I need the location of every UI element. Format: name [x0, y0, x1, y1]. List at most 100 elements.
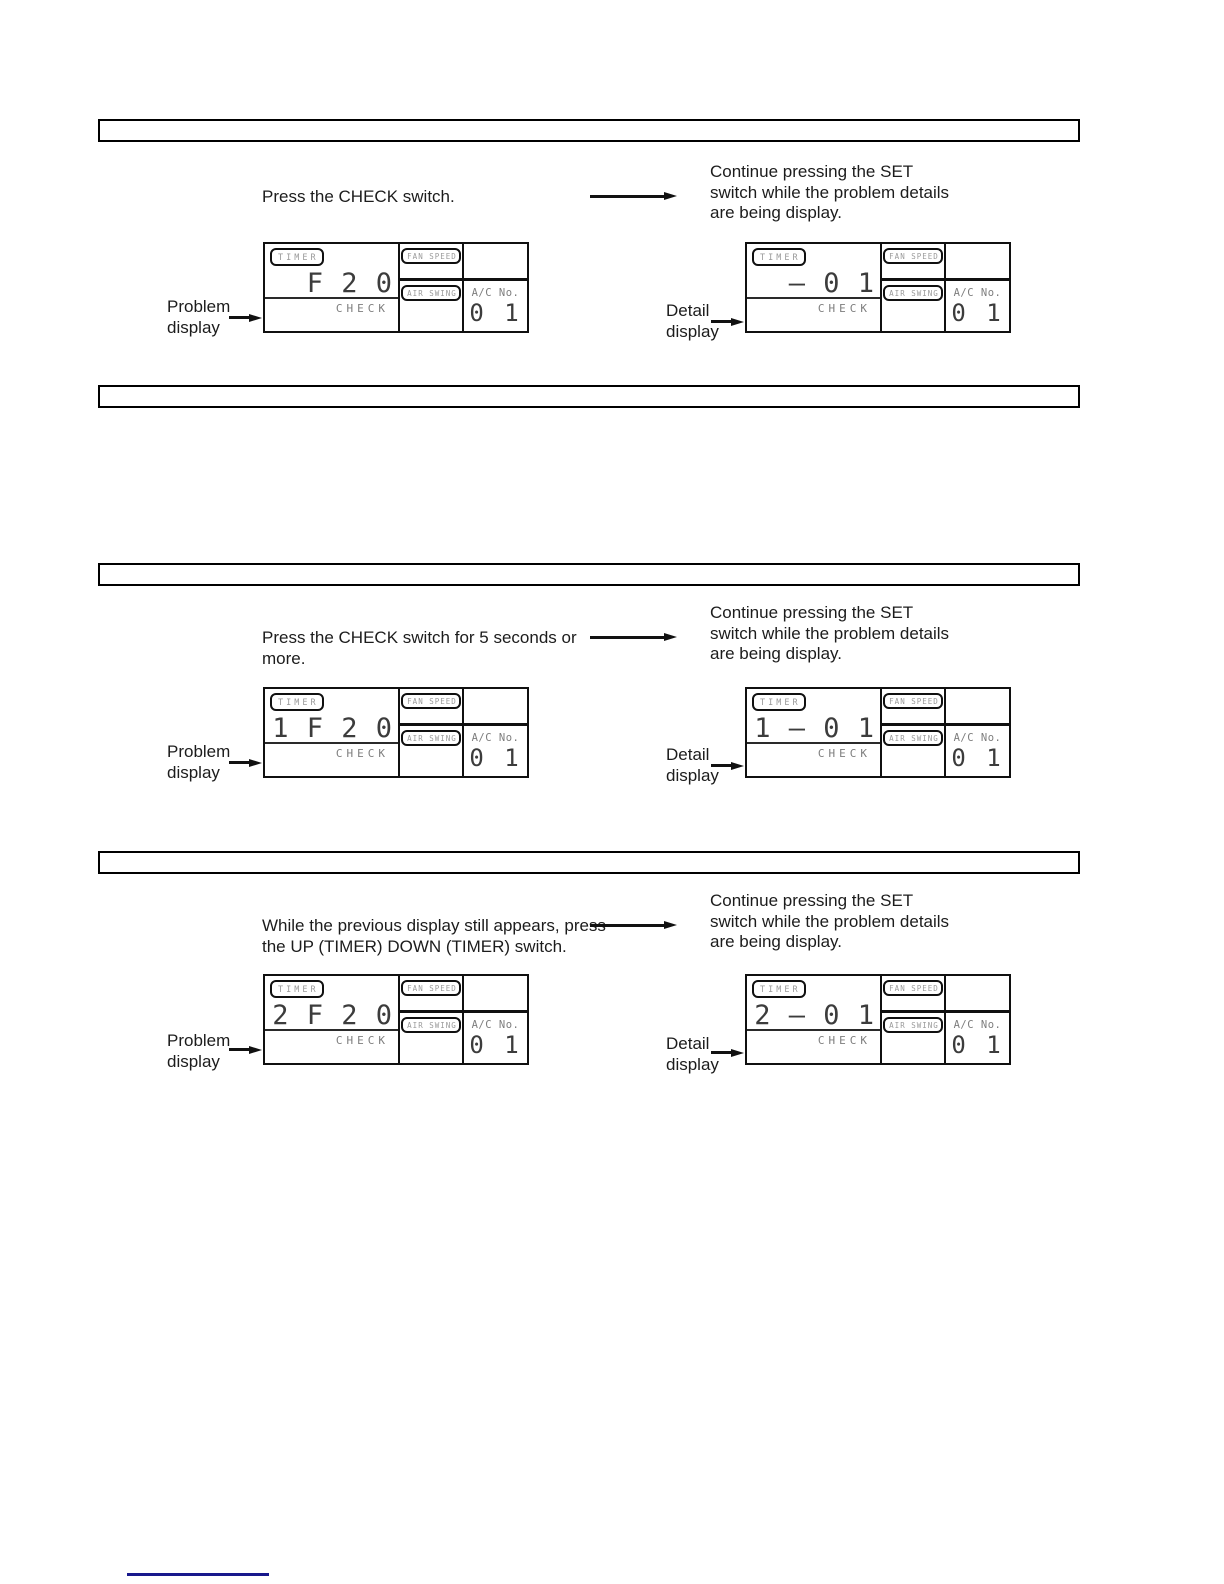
label-line: Detail — [666, 1034, 710, 1053]
display-main-area: TIMER 2 F 2 0 CHECK — [265, 976, 398, 1063]
continue-line: Continue pressing the SET — [710, 162, 914, 181]
section-header-bar — [98, 563, 1080, 586]
pointer-arrow-icon — [229, 1048, 249, 1051]
instruction-line: the UP (TIMER) DOWN (TIMER) switch. — [262, 936, 567, 956]
pointer-arrow-icon — [229, 761, 249, 764]
ac-no-label: A/C No. — [471, 1019, 520, 1031]
label-line: display — [167, 1052, 220, 1071]
display-ac-column: A/C No. 0 1 — [944, 244, 1009, 331]
remote-display-problem: TIMER 2 F 2 0 CHECK FAN SPEED AIR SWING … — [263, 974, 529, 1065]
display-ac-column: A/C No. 0 1 — [944, 976, 1009, 1063]
continue-line: are being display. — [710, 644, 842, 663]
continue-line: Continue pressing the SET — [710, 891, 914, 910]
pointer-arrow-icon — [711, 1051, 731, 1054]
pointer-arrow-icon — [711, 320, 731, 323]
continue-text: Continue pressing the SET switch while t… — [710, 603, 949, 665]
display-main-area: TIMER 2 – 0 1 CHECK — [747, 976, 880, 1063]
ac-no-value: 0 1 — [469, 1031, 522, 1059]
pointer-arrow-icon — [711, 764, 731, 767]
ac-no-cell: A/C No. 0 1 — [464, 281, 527, 331]
continue-line: switch while the problem details — [710, 623, 950, 643]
remote-display-detail: TIMER – 0 1 CHECK FAN SPEED AIR SWING A/… — [745, 242, 1011, 333]
label-line: Problem — [167, 297, 231, 316]
section-header-bar — [98, 119, 1080, 142]
fan-speed-badge: FAN SPEED — [883, 693, 943, 709]
instruction-text: Press the CHECK switch. — [262, 187, 455, 208]
timer-badge: TIMER — [752, 248, 806, 266]
timer-badge: TIMER — [270, 248, 324, 266]
arrow-right-icon — [590, 636, 664, 639]
display-mode-column: FAN SPEED AIR SWING — [880, 976, 944, 1063]
air-swing-badge: AIR SWING — [883, 285, 943, 301]
ac-no-cell: A/C No. 0 1 — [946, 1013, 1009, 1063]
display-main-area: TIMER 1 F 2 0 CHECK — [265, 689, 398, 776]
fan-speed-cell: FAN SPEED — [400, 976, 462, 1013]
air-swing-badge: AIR SWING — [883, 730, 943, 746]
remote-display-detail: TIMER 2 – 0 1 CHECK FAN SPEED AIR SWING … — [745, 974, 1011, 1065]
pointer-arrow-icon — [229, 316, 249, 319]
instruction-line: Press the CHECK switch. — [262, 187, 455, 206]
ac-no-label: A/C No. — [471, 287, 520, 299]
ac-no-cell: A/C No. 0 1 — [946, 281, 1009, 331]
display-mode-column: FAN SPEED AIR SWING — [398, 976, 462, 1063]
fan-speed-cell: FAN SPEED — [400, 244, 462, 281]
fan-speed-badge: FAN SPEED — [401, 248, 461, 264]
check-indicator: CHECK — [817, 747, 871, 760]
check-indicator: CHECK — [817, 302, 871, 315]
display-mode-column: FAN SPEED AIR SWING — [880, 244, 944, 331]
detail-code-value: 1 – 0 1 — [754, 713, 875, 744]
instruction-text: Press the CHECK switch for 5 seconds or … — [262, 628, 577, 669]
check-indicator: CHECK — [335, 302, 389, 315]
continue-text: Continue pressing the SET switch while t… — [710, 891, 949, 953]
label-line: Detail — [666, 745, 710, 764]
display-mode-column: FAN SPEED AIR SWING — [398, 689, 462, 776]
arrow-right-icon — [590, 924, 664, 927]
check-indicator: CHECK — [335, 1034, 389, 1047]
ac-no-label: A/C No. — [953, 732, 1002, 744]
fan-speed-cell: FAN SPEED — [882, 976, 944, 1013]
air-swing-cell: AIR SWING — [882, 1013, 944, 1063]
display-code-cell: TIMER 1 F 2 0 — [265, 689, 398, 744]
ac-no-value: 0 1 — [951, 744, 1004, 772]
air-swing-badge: AIR SWING — [401, 285, 461, 301]
detail-display-label: Detail display — [666, 744, 719, 786]
detail-code-value: 2 – 0 1 — [754, 1000, 875, 1031]
section-header-bar — [98, 385, 1080, 408]
label-line: display — [167, 763, 220, 782]
timer-badge: TIMER — [270, 693, 324, 711]
instruction-text: While the previous display still appears… — [262, 916, 606, 957]
air-swing-cell: AIR SWING — [400, 726, 462, 776]
air-swing-badge: AIR SWING — [401, 730, 461, 746]
label-line: display — [167, 318, 220, 337]
display-code-cell: TIMER – 0 1 — [747, 244, 880, 299]
air-swing-cell: AIR SWING — [882, 281, 944, 331]
detail-display-label: Detail display — [666, 1033, 719, 1075]
air-swing-cell: AIR SWING — [882, 726, 944, 776]
problem-display-label: Problem display — [167, 1030, 230, 1072]
check-indicator: CHECK — [335, 747, 389, 760]
continue-line: are being display. — [710, 932, 842, 951]
fan-speed-cell: FAN SPEED — [882, 244, 944, 281]
display-ac-column: A/C No. 0 1 — [462, 689, 527, 776]
fan-speed-badge: FAN SPEED — [401, 693, 461, 709]
ac-no-cell: A/C No. 0 1 — [464, 726, 527, 776]
label-line: Problem — [167, 1031, 231, 1050]
ac-no-label: A/C No. — [953, 287, 1002, 299]
ac-no-value: 0 1 — [469, 299, 522, 327]
fan-speed-badge: FAN SPEED — [883, 248, 943, 264]
continue-line: Continue pressing the SET — [710, 603, 914, 622]
footer-link-underline[interactable] — [127, 1573, 269, 1576]
display-code-cell: TIMER 2 – 0 1 — [747, 976, 880, 1031]
air-swing-badge: AIR SWING — [401, 1017, 461, 1033]
instruction-line: While the previous display still appears… — [262, 916, 606, 935]
remote-display-problem: TIMER 1 F 2 0 CHECK FAN SPEED AIR SWING … — [263, 687, 529, 778]
timer-badge: TIMER — [270, 980, 324, 998]
continue-line: are being display. — [710, 203, 842, 222]
air-swing-cell: AIR SWING — [400, 281, 462, 331]
problem-display-label: Problem display — [167, 296, 230, 338]
empty-cell — [464, 976, 527, 1013]
detail-display-label: Detail display — [666, 300, 719, 342]
timer-badge: TIMER — [752, 693, 806, 711]
empty-cell — [946, 689, 1009, 726]
